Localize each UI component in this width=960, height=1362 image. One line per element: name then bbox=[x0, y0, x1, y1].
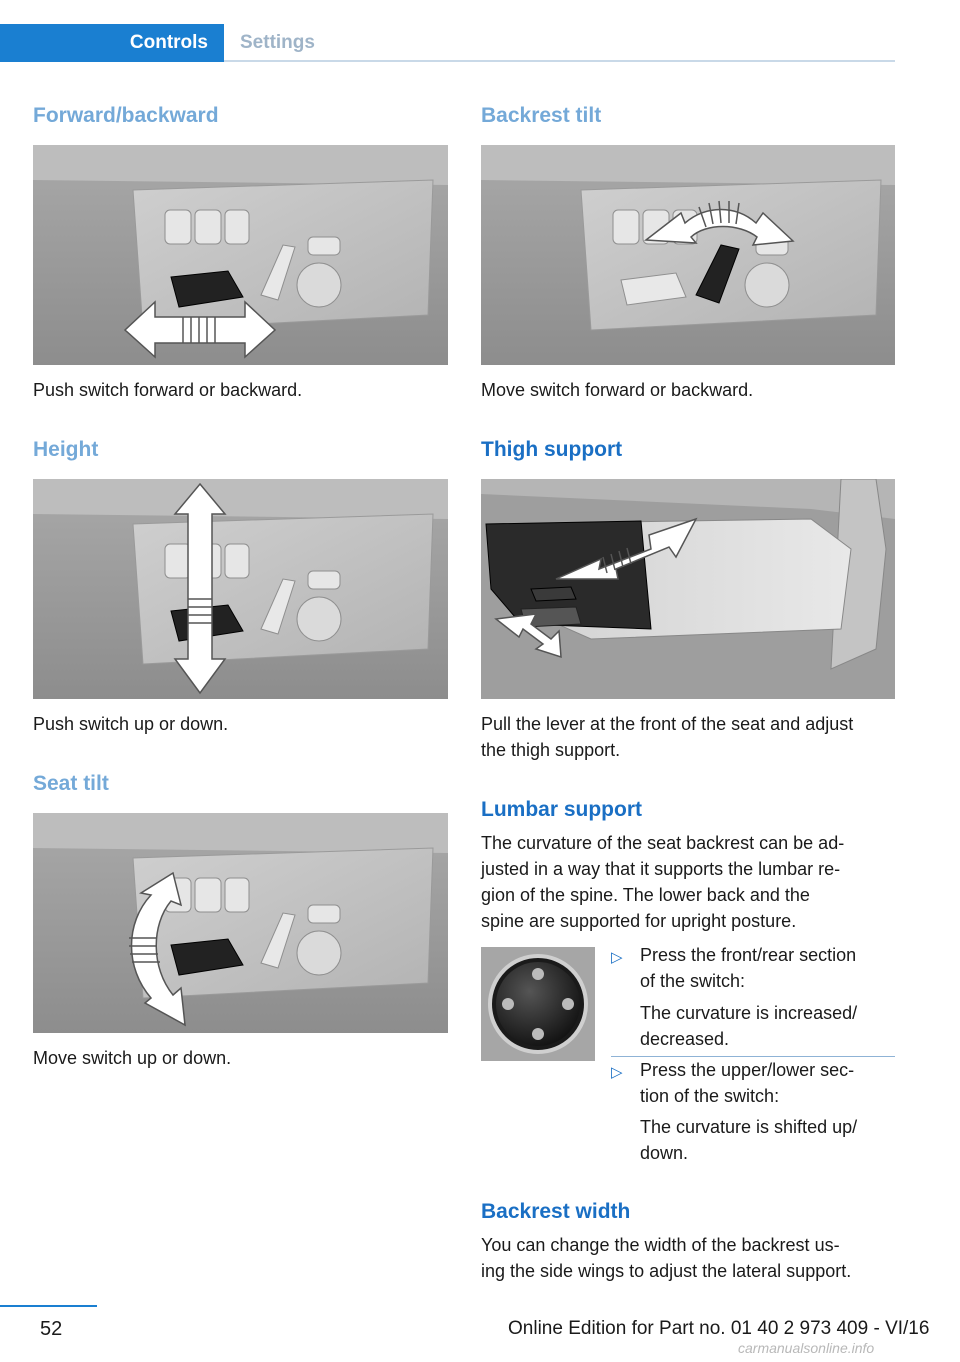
lumbar-bullet1-line1: Press the front/rear section bbox=[640, 945, 857, 965]
caption-height: Push switch up or down. bbox=[33, 714, 229, 734]
lumbar-bullet2-line2: tion of the switch: bbox=[640, 1086, 780, 1106]
seat-switch-forward-backward-illustration bbox=[33, 145, 448, 365]
watermark: carmanualsonline.info bbox=[738, 1340, 875, 1356]
caption-thigh-support-line2: the thigh support. bbox=[481, 740, 621, 760]
lumbar-switch-illustration bbox=[481, 947, 595, 1061]
section-title-height: Height bbox=[33, 438, 99, 461]
tab-settings[interactable]: Settings bbox=[240, 32, 315, 53]
backrest-arc-arrow bbox=[643, 200, 795, 246]
section-title-forward-backward: Forward/backward bbox=[33, 104, 219, 127]
section-title-seat-tilt: Seat tilt bbox=[33, 772, 109, 795]
bullet-divider bbox=[611, 1056, 895, 1057]
seat-switch-height-illustration bbox=[33, 479, 448, 699]
section-title-thigh-support: Thigh support bbox=[481, 438, 623, 461]
seat-switch-backrest-tilt-illustration bbox=[481, 145, 895, 365]
header-rule bbox=[224, 60, 895, 62]
seat-switch-tilt-illustration bbox=[33, 813, 448, 1033]
forward-backward-arrow bbox=[123, 300, 277, 359]
backrest-width-body-line2: ing the side wings to adjust the lateral… bbox=[481, 1261, 852, 1281]
caption-forward-backward: Push switch forward or backward. bbox=[33, 380, 303, 400]
lumbar-bullet1-line2: of the switch: bbox=[640, 971, 746, 991]
section-title-backrest-width: Backrest width bbox=[481, 1200, 631, 1223]
thigh-support-illustration bbox=[481, 479, 895, 699]
lever-arrow bbox=[494, 613, 562, 659]
curved-tilt-arrow bbox=[129, 871, 186, 1027]
caption-seat-tilt: Move switch up or down. bbox=[33, 1048, 232, 1068]
caption-thigh-support-line1: Pull the lever at the front of the seat … bbox=[481, 714, 854, 734]
caption-backrest-tilt: Move switch forward or backward. bbox=[481, 380, 754, 400]
thigh-support-arrow bbox=[555, 517, 698, 580]
lumbar-body-line4: spine are supported for upright posture. bbox=[481, 911, 797, 931]
lumbar-body-line1: The curvature of the seat backrest can b… bbox=[481, 833, 845, 853]
bullet-triangle-icon: ▷ bbox=[611, 949, 623, 966]
bullet-triangle-icon: ▷ bbox=[611, 1064, 623, 1081]
lumbar-bullet2-sub2: down. bbox=[640, 1143, 689, 1163]
section-title-backrest-tilt: Backrest tilt bbox=[481, 104, 602, 127]
section-title-lumbar-support: Lumbar support bbox=[481, 798, 642, 821]
tab-controls[interactable]: Controls bbox=[0, 24, 224, 62]
lumbar-body-line2: justed in a way that it supports the lum… bbox=[481, 859, 841, 879]
lumbar-bullet1-sub1: The curvature is increased/ bbox=[640, 1003, 858, 1023]
lumbar-bullet1-sub2: decreased. bbox=[640, 1029, 730, 1049]
backrest-width-body-line1: You can change the width of the backrest… bbox=[481, 1235, 840, 1255]
lumbar-bullet2-line1: Press the upper/lower sec- bbox=[640, 1060, 855, 1080]
up-down-arrow bbox=[173, 482, 227, 695]
header-tabs: Controls Settings bbox=[0, 24, 895, 62]
page-number-rule bbox=[0, 1305, 97, 1307]
lumbar-bullet2-sub1: The curvature is shifted up/ bbox=[640, 1117, 858, 1137]
edition-footer: Online Edition for Part no. 01 40 2 973 … bbox=[508, 1318, 930, 1339]
lumbar-body-line3: gion of the spine. The lower back and th… bbox=[481, 885, 810, 905]
page-number: 52 bbox=[40, 1318, 63, 1340]
